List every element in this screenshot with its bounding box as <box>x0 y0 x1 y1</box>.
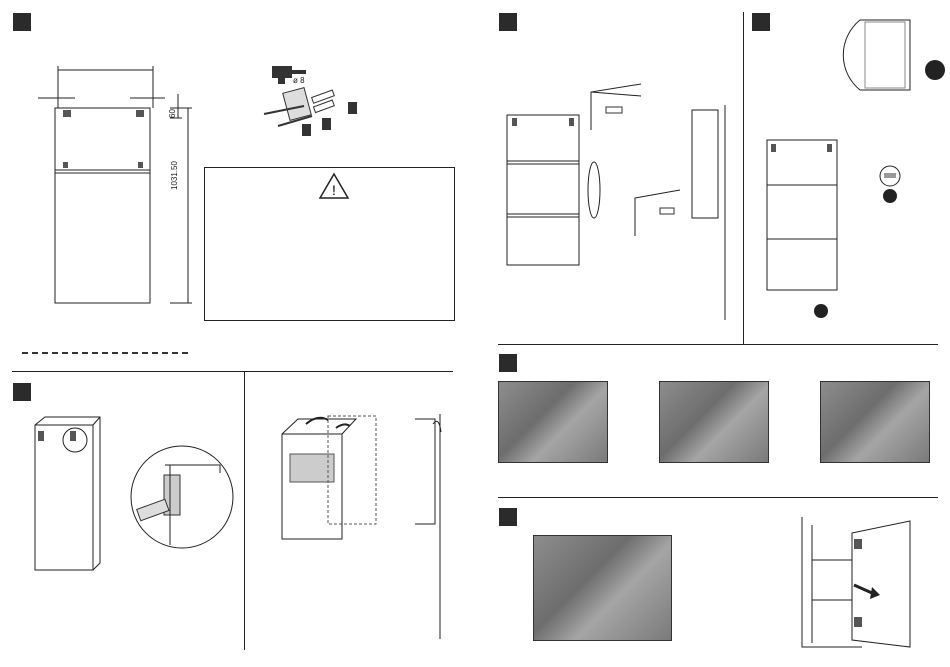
section-divider-vertical-left <box>244 372 245 650</box>
section-divider-vertical-right <box>743 12 744 344</box>
height-dimension-label: 1031.50 <box>170 161 179 190</box>
door-removal-drawing <box>792 515 917 650</box>
step-marker-4 <box>752 13 770 31</box>
hinge-adjust-photo-1 <box>498 381 608 463</box>
bracket-detail-drawing-a <box>586 82 646 132</box>
warning-symbol: ! <box>332 182 336 198</box>
step-marker-5 <box>499 354 517 372</box>
cabinet-shelf-drawing <box>506 112 581 267</box>
drill-icon <box>272 62 312 84</box>
step-marker-6 <box>499 508 517 526</box>
shelf-pin-marker <box>812 302 830 320</box>
section-divider-horizontal-mid <box>498 344 938 345</box>
hinge-closeup-drawing <box>130 445 240 550</box>
door-side-view-drawing <box>405 414 450 529</box>
top-dimension-label: 60 <box>168 109 177 118</box>
step-marker-2 <box>13 383 31 401</box>
hinge-adjust-photo-2 <box>659 381 769 463</box>
hinge-release-photo <box>533 535 672 641</box>
door-attach-drawing <box>278 414 378 544</box>
section-divider-top-left <box>12 371 453 372</box>
step-marker-3 <box>499 13 517 31</box>
panel-hole-detail-drawing <box>840 18 940 93</box>
side-panel-drawing <box>690 105 735 330</box>
hinge-adjust-photo-3 <box>820 381 930 463</box>
step-marker-1 <box>13 13 31 31</box>
warning-triangle-icon: ! <box>318 172 350 200</box>
section-divider-horizontal-low <box>498 497 938 498</box>
screw-icon <box>262 84 357 142</box>
screw-lens-drawing <box>586 160 602 220</box>
cabinet-perspective-drawing <box>30 415 105 575</box>
bracket-detail-drawing-b <box>630 188 685 238</box>
cabinet-shelf-drawing-2 <box>765 135 840 295</box>
dashed-separator <box>22 352 188 354</box>
shelf-pin-icon <box>878 164 908 204</box>
